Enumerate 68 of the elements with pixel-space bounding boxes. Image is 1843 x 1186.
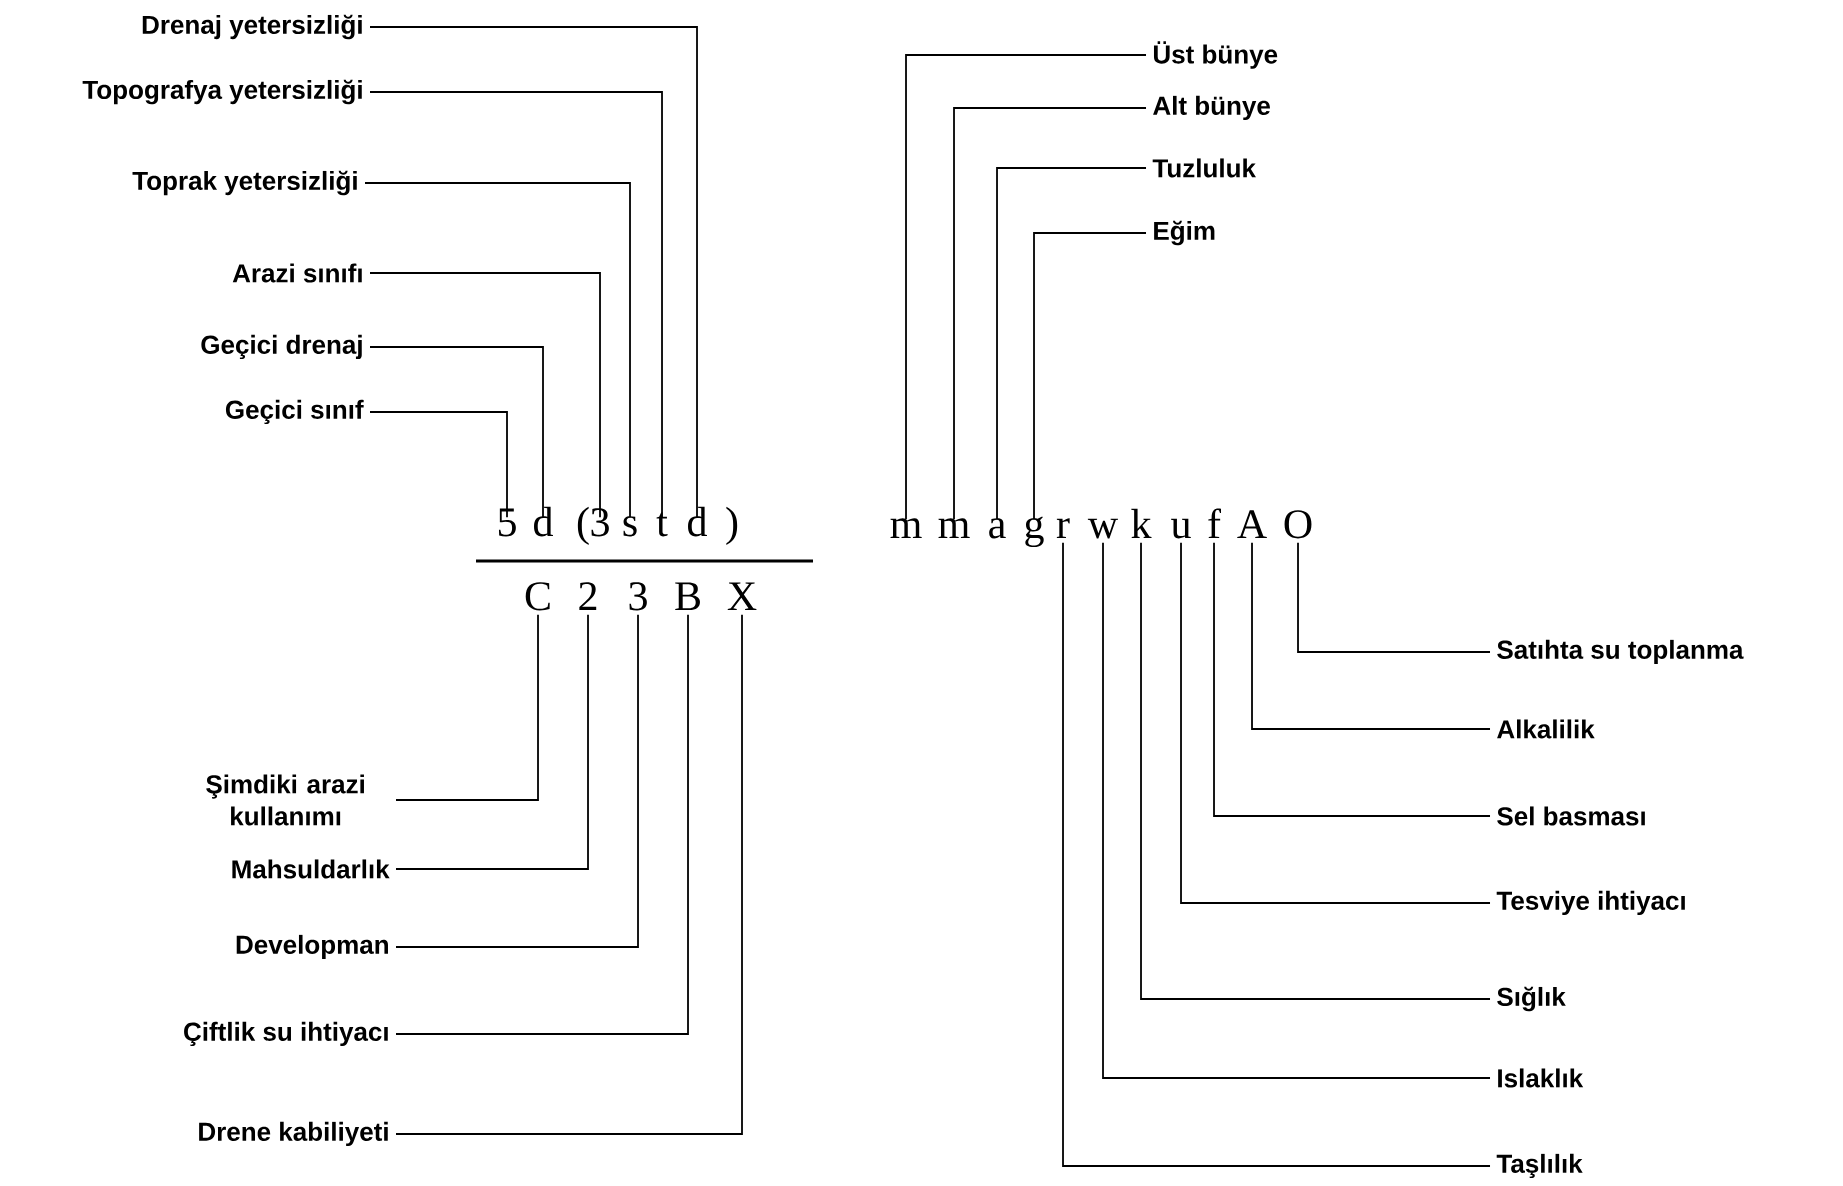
leader-line: [1213, 541, 1491, 817]
leader-line: [905, 54, 1147, 521]
label-text: Islaklık: [1498, 1068, 1584, 1088]
leader-line: [395, 613, 689, 1035]
symbol-letter: m: [890, 518, 922, 538]
leader-line: [953, 107, 1147, 521]
label-text: Drenaj yetersizliği: [142, 14, 362, 40]
symbol-letter: u: [1171, 518, 1191, 539]
leader-line: [369, 272, 601, 519]
label-text: Şimdiki arazi kullanımı: [206, 774, 364, 826]
leader-line: [1297, 541, 1491, 653]
label-text: Alt bünye: [1153, 95, 1270, 121]
leader-line: [395, 613, 743, 1135]
symbol-letter: 3: [591, 508, 609, 537]
leader-line: [395, 613, 639, 948]
label-text: Mahsuldarlık: [232, 859, 390, 879]
leader-line: [369, 346, 544, 519]
label-text: Taşlılık: [1496, 1153, 1583, 1179]
leader-line: [395, 613, 589, 870]
label-text: Sel basması: [1497, 806, 1645, 826]
label-text: Developman: [236, 934, 388, 960]
parenthesis: (: [577, 506, 589, 545]
label-text: Toprak yetersizliği: [132, 170, 357, 196]
symbol-letter: 5: [498, 508, 516, 537]
label-text: Üst bünye: [1154, 41, 1278, 69]
label-text: Topografya yetersizliği: [82, 79, 362, 105]
symbol-letter: C: [525, 582, 550, 611]
leader-line: [1180, 541, 1491, 904]
label-text: Arazi sınıfı: [232, 263, 362, 283]
symbol-letter: m: [938, 518, 970, 538]
leader-line: [1140, 541, 1491, 1000]
symbol-letter: s: [623, 516, 637, 537]
label-text: Tuzluluk: [1152, 158, 1256, 178]
symbol-letter: X: [727, 582, 757, 610]
symbol-letter: t: [656, 512, 668, 537]
leader-line: [1102, 541, 1491, 1079]
label-text: Drene kabiliyeti: [199, 1121, 388, 1147]
symbol-letter: w: [1087, 518, 1118, 539]
leader-line: [996, 167, 1147, 521]
leader-line: [369, 411, 508, 519]
label-text: Eğim: [1154, 220, 1215, 246]
symbol-letter: 2: [579, 582, 597, 610]
leader-line: [369, 91, 663, 519]
label-text: Sığlık: [1497, 986, 1566, 1012]
symbol-letter: d: [688, 506, 707, 537]
leader-line: [369, 26, 698, 519]
symbol-letter: a: [989, 518, 1006, 539]
label-text: Geçici drenaj: [201, 334, 362, 360]
leader-line: [1062, 541, 1491, 1167]
label-text: Geçici sınıf: [225, 399, 364, 425]
leader-line: [1033, 232, 1147, 521]
symbol-letter: B: [675, 582, 700, 611]
symbol-letter: k: [1131, 508, 1152, 538]
leader-line: [1251, 541, 1491, 730]
symbol-letter: g: [1025, 516, 1044, 548]
label-text: Satıhta su toplanma: [1497, 639, 1744, 665]
leader-line: [395, 613, 539, 801]
leader-line: [364, 182, 631, 519]
label-text: Tesviye ihtiyacı: [1496, 890, 1685, 916]
parenthesis: ): [726, 506, 738, 545]
label-text: Çiftlik su ihtiyacı: [184, 1021, 388, 1047]
label-text: Alkalilik: [1497, 719, 1595, 739]
symbol-letter: d: [534, 506, 553, 537]
symbol-letter: r: [1056, 518, 1070, 538]
symbol-letter: O: [1284, 510, 1312, 539]
symbol-letter: A: [1237, 510, 1267, 538]
symbol-letter: 3: [629, 582, 647, 611]
symbol-letter: f: [1208, 508, 1221, 538]
